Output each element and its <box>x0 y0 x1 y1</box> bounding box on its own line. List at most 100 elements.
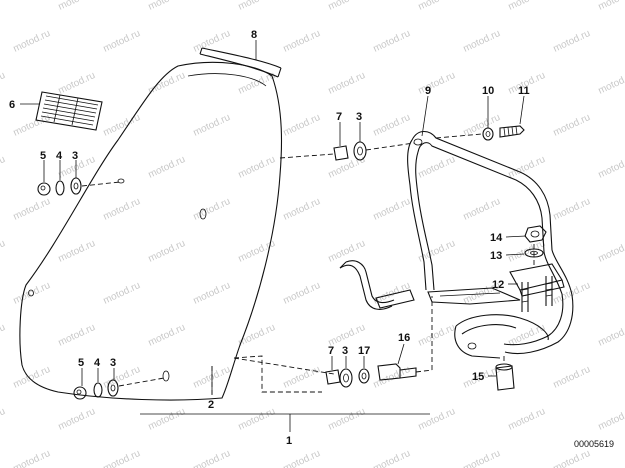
watermark-text: motod.ru <box>12 28 52 55</box>
watermark-text: motod.ru <box>507 0 547 13</box>
watermark-text: motod.ru <box>507 406 547 433</box>
watermark-text: motod.ru <box>462 448 502 468</box>
label-13: 13 <box>490 250 502 262</box>
watermark-text: motod.ru <box>12 112 52 139</box>
label-15: 15 <box>472 371 484 383</box>
part-labels: 8 6 5 4 3 7 3 9 10 11 14 13 12 15 16 17 … <box>9 29 614 449</box>
watermark-text: motod.ru <box>192 448 232 468</box>
doc-number: 00005619 <box>574 439 614 449</box>
label-12: 12 <box>492 279 504 291</box>
watermark-text: motod.ru <box>597 238 625 265</box>
watermark-text: motod.ru <box>327 238 367 265</box>
badge-plate <box>35 91 103 131</box>
watermark-text: motod.ru <box>147 322 187 349</box>
watermark-text: motod.ru <box>237 0 277 13</box>
watermark-text: motod.ru <box>12 280 52 307</box>
label-3-lower-mid: 3 <box>342 345 348 357</box>
watermark-text: motod.ru <box>462 112 502 139</box>
watermark-text: motod.ru <box>327 70 367 97</box>
watermark-text: motod.ru <box>282 448 322 468</box>
watermark-text: motod.ru <box>417 154 457 181</box>
watermark-text: motod.ru <box>102 28 142 55</box>
edge-trim-strip <box>199 47 282 78</box>
watermark-text: motod.ru <box>192 280 232 307</box>
fasteners-upper-left <box>37 177 121 196</box>
leader-lines <box>20 40 527 432</box>
watermark-text: motod.ru <box>417 70 457 97</box>
fasteners-lower-mid <box>233 357 433 388</box>
watermark-text: motod.ru <box>0 70 7 97</box>
label-10: 10 <box>482 85 494 97</box>
watermark-text: motod.ru <box>0 322 7 349</box>
windshield-glass <box>19 61 283 401</box>
watermark-text: motod.ru <box>552 364 592 391</box>
watermark-text: motod.ru <box>12 448 52 468</box>
watermark-text: motod.ru <box>372 112 412 139</box>
label-4-upper: 4 <box>56 150 63 162</box>
watermark-text: motod.ru <box>147 238 187 265</box>
watermark-text: motod.ru <box>237 406 277 433</box>
watermark-text: motod.ru <box>102 196 142 223</box>
watermark-text: motod.ru <box>462 196 502 223</box>
watermark-text: motod.ru <box>507 238 547 265</box>
watermark-text: motod.ru <box>327 0 367 13</box>
watermark-text: motod.ru <box>417 322 457 349</box>
watermark-text: motod.ru <box>57 406 97 433</box>
watermark-text: motod.ru <box>597 154 625 181</box>
watermark-text: motod.ru <box>552 112 592 139</box>
watermark-text: motod.ru <box>147 0 187 13</box>
watermark-text: motod.ru <box>147 154 187 181</box>
label-5-lower: 5 <box>78 357 84 369</box>
watermark-text: motod.ru <box>192 112 232 139</box>
label-3-lower-left: 3 <box>110 357 116 369</box>
watermark-text: motod.ru <box>102 280 142 307</box>
label-7-upper: 7 <box>336 111 342 123</box>
clamp-with-studs <box>509 263 565 312</box>
watermark-text: motod.ru <box>282 28 322 55</box>
watermark-text: motod.ru <box>0 406 7 433</box>
label-9: 9 <box>425 85 431 97</box>
watermark-text: motod.ru <box>552 196 592 223</box>
watermark-text: motod.ru <box>282 196 322 223</box>
rubber-sleeve <box>495 363 515 391</box>
watermark-text: motod.ru <box>237 322 277 349</box>
watermark-text: motod.ru <box>237 154 277 181</box>
watermark-text: motod.ru <box>372 448 412 468</box>
fasteners-upper-mid <box>279 141 415 161</box>
watermark-text: motod.ru <box>372 196 412 223</box>
watermark-text: motod.ru <box>57 70 97 97</box>
watermark-text: motod.ru <box>12 196 52 223</box>
watermark-text: motod.ru <box>417 238 457 265</box>
label-14: 14 <box>490 232 503 244</box>
watermark-text: motod.ru <box>552 28 592 55</box>
watermark-text: motod.ru <box>597 0 625 13</box>
mounting-frame <box>339 130 574 359</box>
watermark-text: motod.ru <box>0 238 7 265</box>
watermark-text: motod.ru <box>57 322 97 349</box>
watermark-text: motod.ru <box>282 280 322 307</box>
watermark-text: motod.ru <box>462 28 502 55</box>
watermark-text: motod.ru <box>192 28 232 55</box>
label-17: 17 <box>358 345 370 357</box>
label-8: 8 <box>251 29 257 41</box>
label-5-upper: 5 <box>40 150 46 162</box>
label-3-upper-mid: 3 <box>356 111 362 123</box>
watermark-text: motod.ru <box>282 112 322 139</box>
label-16: 16 <box>398 332 410 344</box>
fasteners-lower-left <box>73 377 165 400</box>
label-3-upper-left: 3 <box>72 150 78 162</box>
watermark-text: motod.ru <box>192 196 232 223</box>
label-1: 1 <box>286 435 292 447</box>
watermark-text: motod.ru <box>0 154 7 181</box>
watermark-text: motod.ru <box>372 28 412 55</box>
label-6: 6 <box>9 99 15 111</box>
label-2: 2 <box>208 399 214 411</box>
watermark-text: motod.ru <box>102 448 142 468</box>
label-4-lower: 4 <box>94 357 101 369</box>
watermark-text: motod.ru <box>417 0 457 13</box>
watermark-text: motod.ru <box>417 406 457 433</box>
watermark-text: motod.ru <box>507 154 547 181</box>
watermark-text: motod.ru <box>147 406 187 433</box>
